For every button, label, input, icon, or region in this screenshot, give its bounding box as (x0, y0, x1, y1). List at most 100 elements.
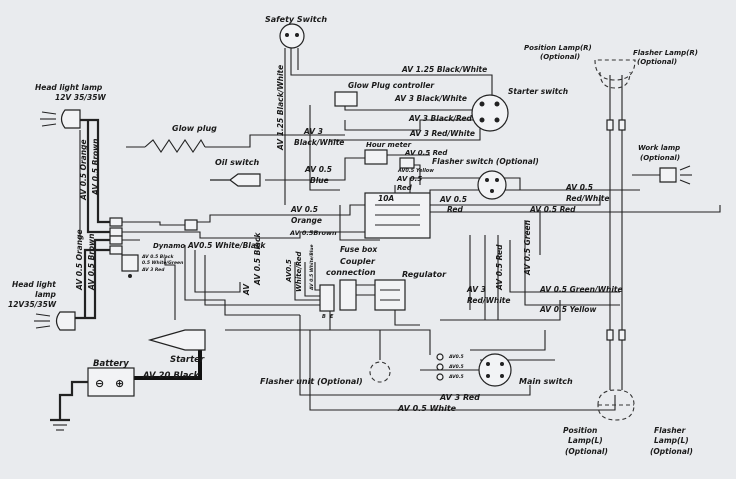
label-av3-red-white: AV 3 Red/White (409, 129, 475, 138)
label-av05-red-v: AV 0.5 Red (495, 244, 504, 291)
work-lamp (659, 165, 692, 185)
label-av05-yellow: AV 0.5 Yellow (539, 305, 596, 314)
label-flasher-switch: Flasher switch (Optional) (432, 157, 539, 166)
label-battery: Battery (93, 359, 129, 369)
label-av05-orange-h-1: AV 0.5 (290, 205, 318, 214)
regulator (374, 279, 406, 311)
ground-symbol (50, 418, 70, 431)
diagram-labels: Safety Switch Position Lamp(R) (Optional… (8, 15, 698, 456)
label-fuse-10a: 10A (378, 194, 394, 203)
label-av05-brown-v2: AV 0.5 Brown (87, 234, 96, 291)
label-av05-red-small-1: AV 0.5 (396, 175, 422, 183)
label-av05-green-v: AV 0.5 Green (523, 220, 532, 276)
label-av05-yellow-small: AV0.5 Yellow (397, 168, 434, 174)
label-oil-switch: Oil switch (215, 158, 260, 167)
hour-meter (364, 149, 415, 169)
label-av05-red-white-2: Red/White (566, 194, 609, 203)
label-terminal-e: E (330, 314, 334, 320)
oil-switch (210, 173, 261, 187)
label-av05-blue-2: Blue (310, 176, 329, 185)
label-position-lamp-l-3: (Optional) (565, 447, 608, 456)
label-av3-red-bottom: AV 3 Red (439, 393, 480, 402)
coupler (319, 279, 357, 312)
label-av05-brown-h: AV 0.5Brown (289, 229, 337, 237)
label-position-lamp-l-2: Lamp(L) (568, 436, 603, 445)
label-av05-black-v: AV 0.5 Black (253, 232, 262, 286)
label-av125-top: AV 1.25 Black/White (401, 65, 487, 74)
label-coupler-1: Coupler (340, 257, 376, 266)
label-terminal-b: B (322, 314, 326, 320)
safety-switch (279, 23, 305, 49)
label-av05-orange-h-2: Orange (291, 216, 322, 225)
label-flasher-lamp-l-2: Lamp(L) (654, 436, 689, 445)
label-av-left-v: AV (242, 283, 251, 296)
label-ms-av05-3: AV0.5 (448, 374, 464, 380)
label-flasher-lamp-r: Flasher Lamp(R) (633, 49, 698, 57)
label-av125-vertical: AV 1.25 Black/White (276, 65, 285, 151)
flasher-switch (477, 170, 507, 200)
label-main-switch: Main switch (519, 377, 573, 386)
label-bat-minus: ⊖ (95, 377, 104, 390)
label-av3-left-1: AV 3 (303, 127, 323, 136)
label-av05-white-bottom: AV 0.5 White (397, 404, 457, 413)
label-ms-av05-2: AV0.5 (448, 364, 464, 370)
label-av3-left-2: Black/White (294, 138, 344, 147)
label-av20-black: AV 20 Black (142, 371, 200, 381)
head-light-lamp-bottom (34, 311, 76, 331)
label-position-lamp-r: Position Lamp(R) (524, 44, 592, 52)
label-bat-plus: ⊕ (115, 377, 124, 390)
label-flasher-unit: Flasher unit (Optional) (260, 377, 363, 386)
label-head-light-bottom-3: 12V35/35W (8, 300, 57, 309)
label-flasher-lamp-l-3: (Optional) (650, 447, 693, 456)
label-av05-green-white: AV 0.5 Green/White (539, 285, 623, 294)
flasher-unit (369, 361, 391, 383)
label-av05-orange-v: AV 0.5 Orange (79, 139, 88, 201)
label-coupler-2: connection (326, 268, 376, 277)
label-head-light-bottom-2: lamp (35, 290, 56, 299)
wires (58, 45, 721, 420)
label-head-light-top-2: 12V 35/35W (55, 93, 106, 102)
position-flasher-lamp-left (597, 389, 635, 421)
glow-plug (144, 138, 206, 153)
battery (87, 367, 135, 397)
label-starter: Starter (170, 355, 205, 365)
main-switch (478, 353, 512, 387)
label-av05-white-red-v-1: AV0.5 (285, 259, 293, 283)
position-flasher-lamp-right (594, 59, 636, 89)
label-av05-red-right: AV 0.5 Red (529, 205, 576, 214)
label-head-light-top-1: Head light lamp (35, 83, 103, 92)
connector-blocks (109, 217, 198, 255)
label-av3-black-red: AV 3 Black/Red (408, 114, 473, 123)
label-av05-white-black: AV0.5 White/Black (187, 241, 266, 250)
label-safety-switch: Safety Switch (265, 15, 327, 24)
starter-motor (147, 329, 206, 351)
label-av05-blue-1: AV 0.5 (304, 165, 332, 174)
label-av3-red-white-mid-2: Red/White (467, 296, 510, 305)
label-position-lamp-r-opt: (Optional) (540, 53, 580, 61)
label-dynamo: Dynamo (153, 242, 185, 250)
label-av05-red-hm: AV 0.5 Red (404, 149, 448, 157)
label-glow-plug-controller: Glow Plug controller (348, 81, 435, 90)
label-regulator: Regulator (402, 270, 447, 279)
glow-plug-controller (334, 91, 358, 107)
label-av05-whitegreen-small: 0.5 White/Green (142, 260, 183, 266)
label-flasher-lamp-r-opt: (Optional) (637, 58, 677, 66)
label-av05-red-white-1: AV 0.5 (565, 183, 593, 192)
label-ms-av05-1: AV0.5 (448, 354, 464, 360)
label-av3-black-white-top: AV 3 Black/White (394, 94, 467, 103)
label-av05-orange-v2: AV 0.5 Orange (75, 229, 84, 291)
fuse-box (364, 192, 431, 239)
label-av05-red-mid-2: Red (447, 205, 463, 214)
inline-fuses (606, 119, 626, 341)
label-work-lamp-opt: (Optional) (640, 154, 680, 162)
label-flasher-lamp-l-1: Flasher (654, 426, 687, 435)
head-light-lamp-top (40, 109, 81, 129)
label-av3-red-small: AV 3 Red (141, 267, 165, 273)
label-av05-white-red-v-2: White/Red (295, 250, 303, 292)
label-hour-meter: Hour meter (366, 141, 412, 149)
label-av3-red-white-mid-1: AV 3 (466, 285, 486, 294)
label-head-light-bottom-1: Head light (12, 280, 56, 289)
label-fuse-box: Fuse box (340, 245, 378, 254)
label-av05-red-mid-1: AV 0.5 (439, 195, 467, 204)
